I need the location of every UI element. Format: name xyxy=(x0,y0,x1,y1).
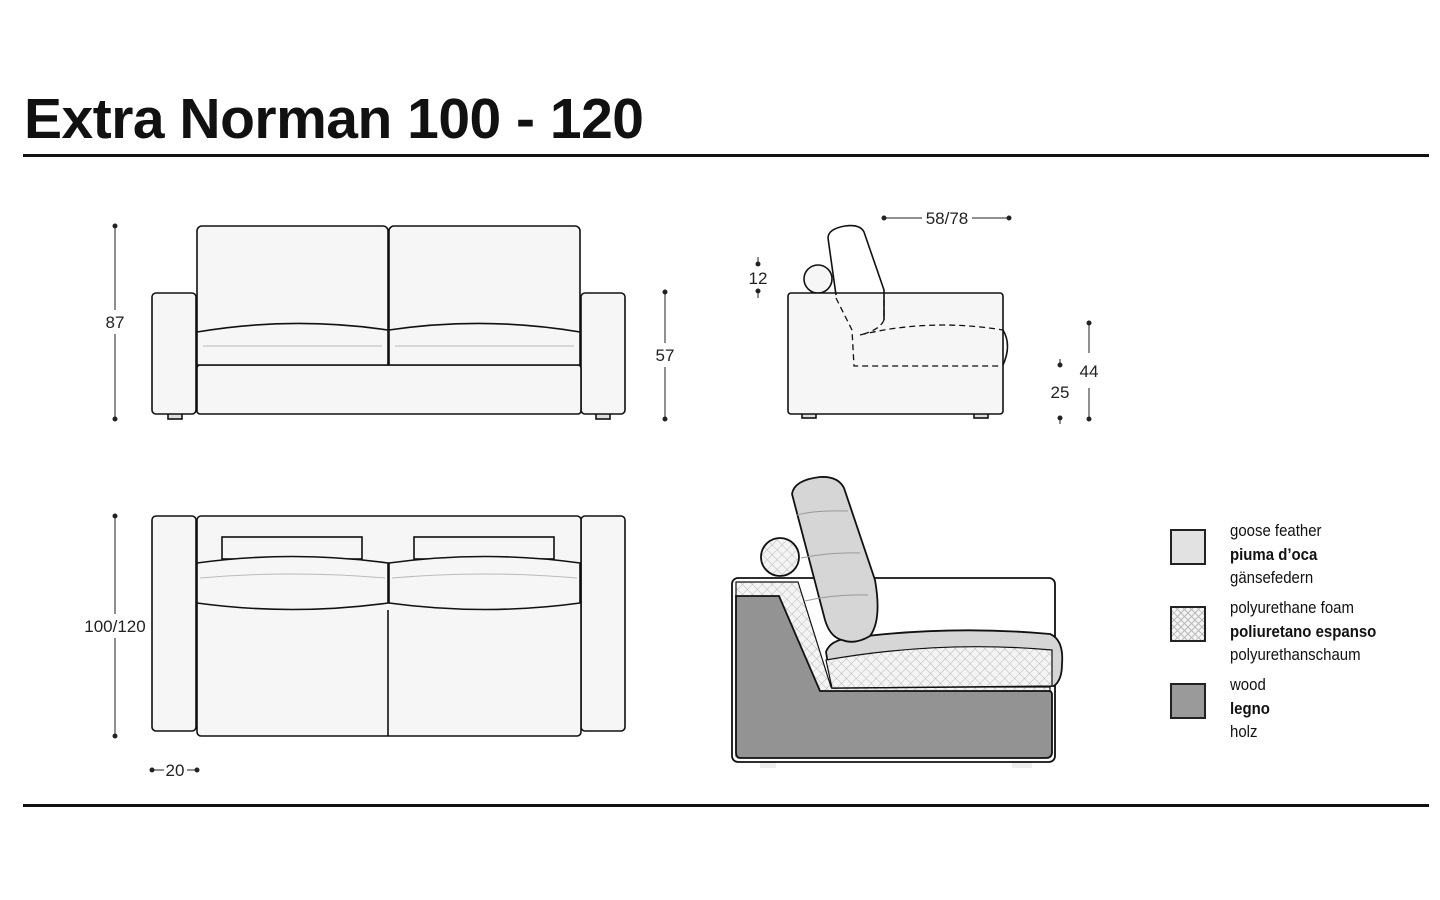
legend-item-foam: polyurethane foam poliuretano espanso po… xyxy=(1170,598,1430,674)
legend-item-wood: wood legno holz xyxy=(1170,675,1430,751)
dim-seat-height: 44 xyxy=(1080,362,1099,381)
top-divider xyxy=(23,154,1429,157)
dimension-labels: 87 57 100/120 20 12 58/78 44 25 xyxy=(84,209,1098,780)
legend-it: poliuretano espanso xyxy=(1230,621,1377,641)
dim-depth: 100/120 xyxy=(84,617,145,636)
dim-seat-base-height: 25 xyxy=(1051,383,1070,402)
legend-en: goose feather xyxy=(1230,521,1322,540)
side-view xyxy=(787,224,1009,419)
bottom-divider xyxy=(23,804,1429,807)
top-view xyxy=(151,515,626,737)
foam-swatch xyxy=(1170,606,1206,642)
legend-de: polyurethanschaum xyxy=(1230,645,1361,664)
dim-seat-depth: 58/78 xyxy=(926,209,969,228)
legend-en: polyurethane foam xyxy=(1230,598,1354,617)
legend-it: legno xyxy=(1230,698,1270,718)
dim-arm-height: 57 xyxy=(656,346,675,365)
dimension-lines xyxy=(112,215,1092,773)
dim-arm-width: 20 xyxy=(166,761,185,780)
wood-swatch xyxy=(1170,683,1206,719)
section-view xyxy=(731,476,1064,768)
legend-de: gänsefedern xyxy=(1230,568,1314,587)
dim-cushion-height: 12 xyxy=(749,269,768,288)
legend-de: holz xyxy=(1230,722,1258,741)
page-title: Extra Norman 100 - 120 xyxy=(24,87,644,151)
front-view xyxy=(151,225,626,420)
legend-en: wood xyxy=(1230,675,1266,694)
legend-it: piuma d’oca xyxy=(1230,544,1318,564)
feather-swatch xyxy=(1170,529,1206,565)
legend-item-feather: goose feather piuma d’oca gänsefedern xyxy=(1170,521,1430,597)
legend-text: wood legno holz xyxy=(1230,673,1270,744)
legend-text: polyurethane foam poliuretano espanso po… xyxy=(1230,596,1376,667)
dim-front-height: 87 xyxy=(106,313,125,332)
legend-text: goose feather piuma d’oca gänsefedern xyxy=(1230,519,1321,590)
